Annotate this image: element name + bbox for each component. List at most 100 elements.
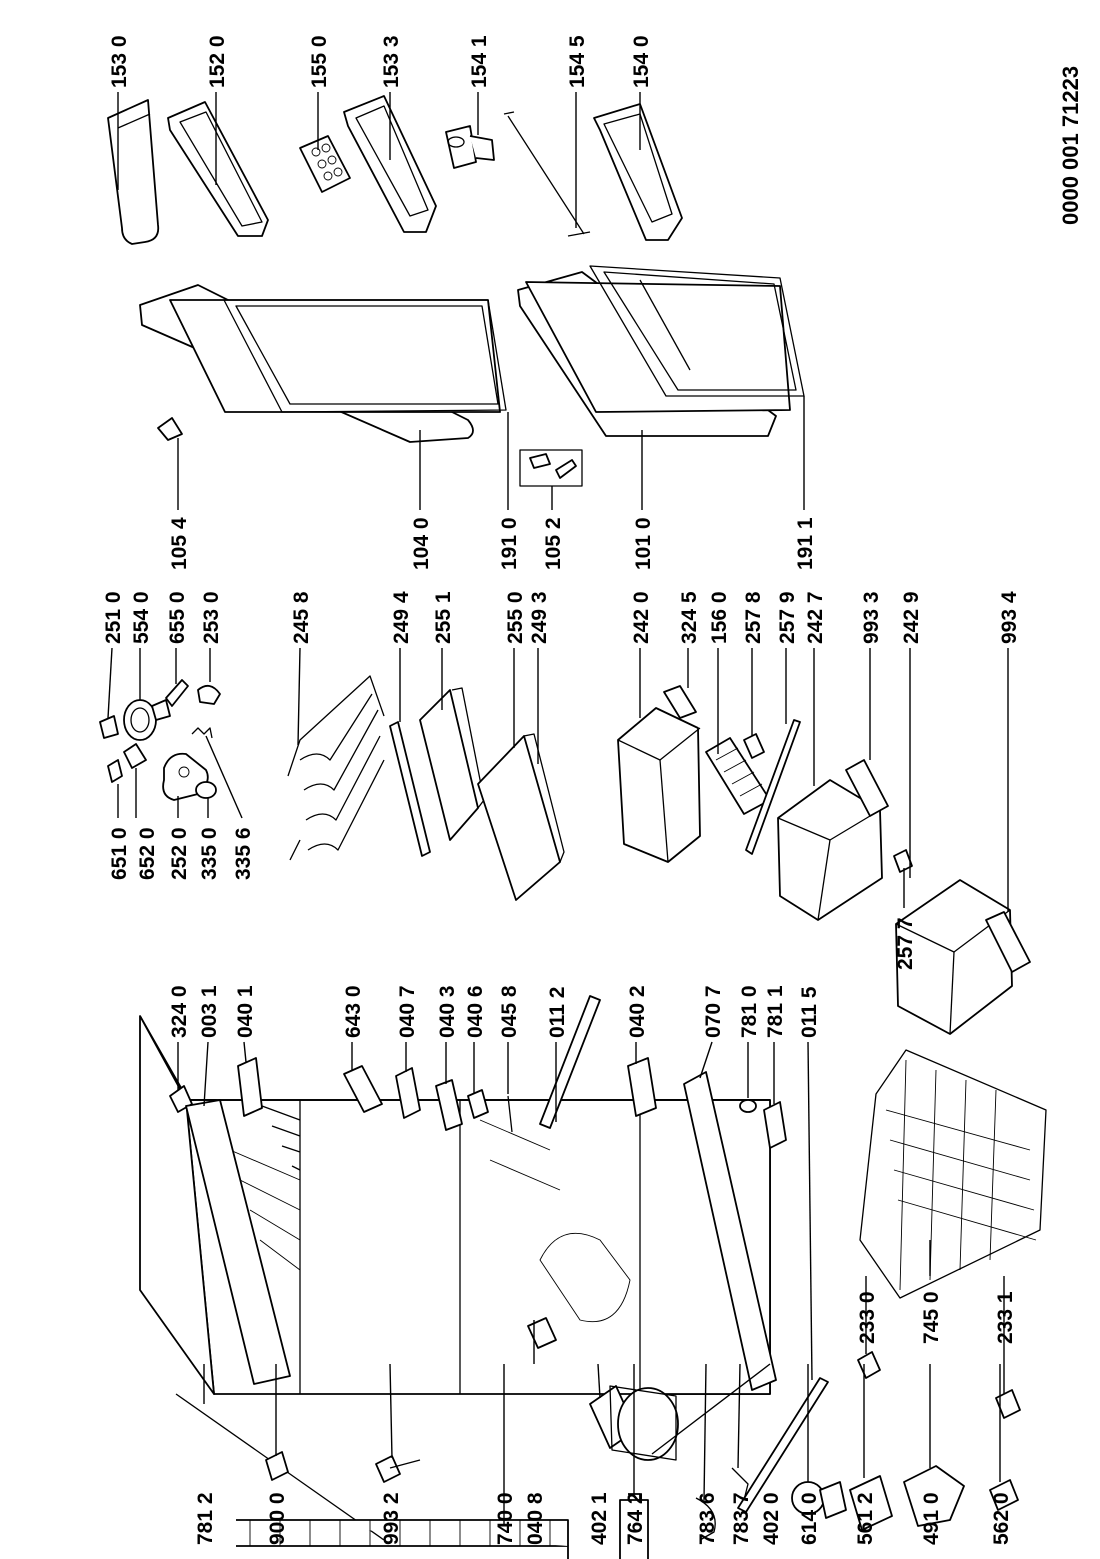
fridge-door-104-0	[139, 284, 507, 443]
heater-993-2	[375, 1455, 421, 1483]
label-191-1: 191 1	[794, 517, 817, 570]
kick-plate-070-7	[683, 1071, 777, 1391]
label-242-0: 242 0	[630, 591, 653, 644]
label-252-0: 252 0	[168, 827, 191, 880]
foot-781-1	[763, 1101, 787, 1149]
document-number: 0000 001 71223	[1058, 66, 1083, 225]
shelf-profile-249-4	[389, 721, 431, 857]
label-324-5: 324 5	[678, 591, 701, 644]
bottle-balcony-154-0	[593, 103, 683, 241]
relay-614-0	[791, 1481, 847, 1519]
rail-011-5	[737, 1377, 829, 1513]
lamp-holder-251-0	[99, 715, 119, 739]
label-070-7: 070 7	[702, 985, 725, 1038]
label-253-0: 253 0	[200, 591, 223, 644]
drawer-cover-257-9	[745, 719, 801, 855]
wire-shelf-245-8	[287, 675, 385, 861]
knob-335-0	[195, 781, 217, 799]
label-105-2: 105 2	[542, 517, 565, 570]
condenser-745-0	[859, 1049, 1047, 1299]
label-040-7: 040 7	[396, 985, 419, 1038]
egg-tray-155-0	[299, 135, 351, 193]
label-643-0: 643 0	[342, 985, 365, 1038]
plug-781-0	[739, 1099, 757, 1113]
clip-257-7	[893, 849, 913, 873]
hinge-parts-105-2	[519, 449, 583, 487]
label-764-2: 764 2	[624, 1492, 647, 1545]
label-402-0: 402 0	[760, 1492, 783, 1545]
label-993-3: 993 3	[860, 591, 883, 644]
thermostat-knob-651-0	[107, 759, 123, 783]
label-040-6: 040 6	[464, 985, 487, 1038]
label-745-0: 745 0	[920, 1291, 943, 1344]
label-003-1: 003 1	[198, 985, 221, 1038]
label-561-2: 561 2	[854, 1492, 877, 1545]
label-900-0: 900 0	[266, 1492, 289, 1545]
label-335-6: 335 6	[232, 827, 255, 880]
bracket-652-0	[123, 743, 147, 769]
label-257-9: 257 9	[776, 591, 799, 644]
top-frame-003-1	[185, 1099, 291, 1385]
label-040-1: 040 1	[234, 985, 257, 1038]
label-249-3: 249 3	[528, 591, 551, 644]
door-balcony-152-0	[167, 101, 269, 237]
label-105-4: 105 4	[168, 517, 191, 570]
label-101-0: 101 0	[632, 517, 655, 570]
label-040-3: 040 3	[436, 985, 459, 1038]
hinge-040-1	[237, 1057, 263, 1117]
label-993-2: 993 2	[380, 1492, 403, 1545]
label-255-1: 255 1	[432, 591, 455, 644]
label-562-0: 562 0	[990, 1492, 1013, 1545]
label-154-1: 154 1	[468, 35, 491, 88]
label-249-4: 249 4	[390, 591, 413, 644]
label-233-1: 233 1	[994, 1291, 1017, 1344]
label-040-2: 040 2	[626, 985, 649, 1038]
label-554-0: 554 0	[130, 591, 153, 644]
start-relay-561-2	[849, 1475, 893, 1531]
label-781-0: 781 0	[738, 985, 761, 1038]
clip-233-1	[995, 1389, 1021, 1419]
label-993-4: 993 4	[998, 591, 1021, 644]
part-labels: 153 0 152 0 155 0 153 3 154 1 154 5 154 …	[102, 35, 1021, 1545]
freezer-drawer-242-7	[777, 779, 883, 921]
label-257-7: 257 7	[894, 917, 917, 970]
condenser-tube-740-0	[236, 1519, 569, 1559]
glass-shelf-255-0	[477, 733, 565, 901]
drawer-handle-993-3	[845, 759, 889, 817]
clip-900-0	[265, 1451, 289, 1481]
cover-562-0	[989, 1479, 1019, 1511]
label-233-0: 233 0	[856, 1291, 879, 1344]
lamp-655-0	[151, 679, 189, 721]
wire-783-7	[731, 1467, 749, 1501]
compressor-402-0	[609, 1385, 679, 1461]
label-153-3: 153 3	[380, 35, 403, 88]
label-156-0: 156 0	[708, 591, 731, 644]
spacer-040-6	[467, 1089, 489, 1119]
label-655-0: 655 0	[166, 591, 189, 644]
label-104-0: 104 0	[410, 517, 433, 570]
label-740-0: 740 0	[494, 1492, 517, 1545]
label-040-8: 040 8	[524, 1492, 547, 1545]
label-614-0: 614 0	[798, 1492, 821, 1545]
label-154-0: 154 0	[630, 35, 653, 88]
hinge-cover-643-0	[343, 1065, 383, 1113]
wire-783-6	[695, 1497, 716, 1541]
rail-011-2	[539, 995, 601, 1129]
label-191-0: 191 0	[498, 517, 521, 570]
label-781-1: 781 1	[764, 985, 787, 1038]
drier-764-2	[619, 1493, 649, 1559]
clip-233-0	[857, 1351, 881, 1379]
label-245-8: 245 8	[290, 591, 313, 644]
label-242-7: 242 7	[804, 591, 827, 644]
door-balcony-153-3	[343, 95, 437, 233]
leader-lines	[107, 92, 1009, 1524]
label-651-0: 651 0	[108, 827, 131, 880]
label-783-7: 783 7	[730, 1492, 753, 1545]
label-152-0: 152 0	[206, 35, 229, 88]
label-781-2: 781 2	[194, 1492, 217, 1545]
bottle-holder-154-1	[445, 125, 495, 169]
label-154-5: 154 5	[566, 35, 589, 88]
lamp-cover-253-0	[197, 684, 221, 705]
freezer-drawer-242-0	[617, 707, 701, 863]
